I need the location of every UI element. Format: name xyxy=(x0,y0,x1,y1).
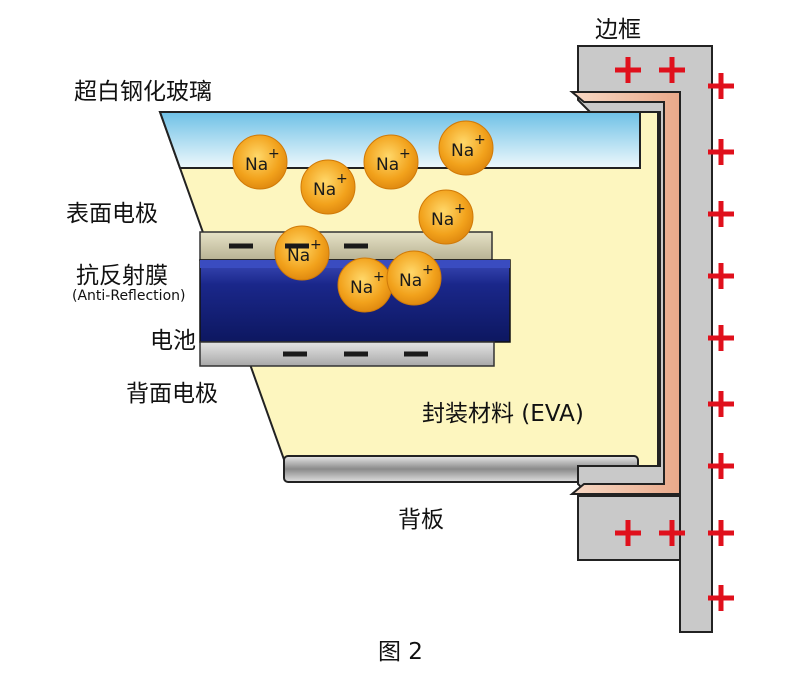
na-ion-symbol: Na xyxy=(451,141,474,161)
frame-label: 边框 xyxy=(595,17,641,43)
na-ion-charge: + xyxy=(268,146,280,162)
minus-charge-icon xyxy=(344,351,368,357)
plus-charge-icon xyxy=(708,585,734,611)
plus-charge-icon xyxy=(708,139,734,165)
na-ion-charge: + xyxy=(336,171,348,187)
plus-charge-icon xyxy=(708,453,734,479)
eva-label: 封装材料 (EVA) xyxy=(422,401,584,427)
arc-english-label: (Anti-Reflection) xyxy=(72,288,186,304)
na-ion-symbol: Na xyxy=(399,271,422,291)
na-ion: Na+ xyxy=(274,225,330,281)
negative-charges xyxy=(229,243,428,357)
na-ion-charge: + xyxy=(454,201,466,217)
na-ion: Na+ xyxy=(363,134,419,190)
cell-label: 电池 xyxy=(150,328,196,354)
plus-charge-icon xyxy=(659,520,685,546)
na-ion-symbol: Na xyxy=(350,278,373,298)
minus-charge-icon xyxy=(283,351,307,357)
na-ion: Na+ xyxy=(418,189,474,245)
arc-label: 抗反射膜 xyxy=(76,263,168,289)
minus-charge-icon xyxy=(285,243,309,249)
glass-label: 超白钢化玻璃 xyxy=(74,79,212,105)
na-ion-charge: + xyxy=(373,269,385,285)
plus-charge-icon xyxy=(708,201,734,227)
plus-charge-icon xyxy=(708,391,734,417)
minus-charge-icon xyxy=(229,243,253,249)
na-ion: Na+ xyxy=(232,134,288,190)
na-ion-symbol: Na xyxy=(376,155,399,175)
sodium-ions: Na+Na+Na+Na+Na+Na+Na+Na+ xyxy=(232,120,494,313)
na-ion: Na+ xyxy=(438,120,494,176)
backsheet-label: 背板 xyxy=(398,507,444,533)
frame-inner-channel xyxy=(569,91,681,495)
na-ion-symbol: Na xyxy=(287,246,310,266)
positive-charges xyxy=(615,57,734,611)
back-electrode-label: 背面电极 xyxy=(126,381,218,407)
minus-charge-icon xyxy=(404,351,428,357)
na-ion: Na+ xyxy=(386,250,442,306)
figure-caption: 图 2 xyxy=(378,639,423,665)
minus-charge-icon xyxy=(344,243,368,249)
plus-charge-icon xyxy=(659,57,685,83)
na-ion-charge: + xyxy=(474,132,486,148)
plus-charge-icon xyxy=(708,73,734,99)
front-electrode-label: 表面电极 xyxy=(66,201,158,227)
na-ion-symbol: Na xyxy=(313,180,336,200)
plus-charge-icon xyxy=(708,263,734,289)
na-ion-symbol: Na xyxy=(245,155,268,175)
na-ion-charge: + xyxy=(422,262,434,278)
plus-charge-icon xyxy=(615,520,641,546)
plus-charge-icon xyxy=(708,520,734,546)
plus-charge-icon xyxy=(615,57,641,83)
na-ion-symbol: Na xyxy=(431,210,454,230)
na-ion: Na+ xyxy=(337,257,393,313)
na-ion-charge: + xyxy=(310,237,322,253)
na-ion-charge: + xyxy=(399,146,411,162)
na-ion: Na+ xyxy=(300,159,356,215)
plus-charge-icon xyxy=(708,325,734,351)
